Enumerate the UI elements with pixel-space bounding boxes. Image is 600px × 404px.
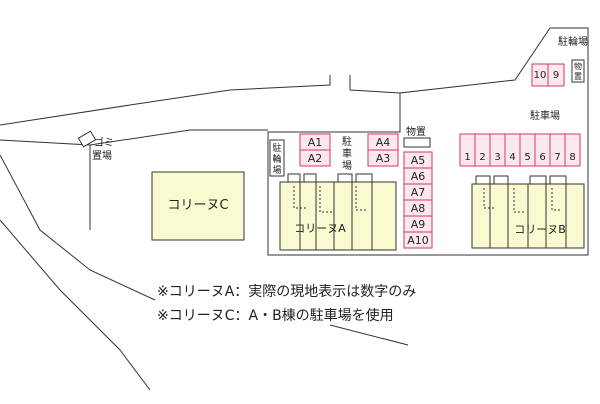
parking-label: 2	[479, 152, 485, 163]
garbage-box	[77, 130, 97, 148]
parking-label: A7	[411, 186, 426, 199]
parking-label: 10	[534, 70, 547, 81]
lot-label-right: 駐車場	[530, 109, 560, 122]
parking-label: 9	[553, 70, 559, 81]
parking-space	[367, 149, 399, 167]
bicycle-top-label: 駐輪場	[558, 35, 588, 48]
parking-label: 1	[464, 152, 470, 163]
parking-label: 6	[539, 152, 545, 163]
road-lines	[0, 75, 409, 391]
road-line-bend	[349, 75, 401, 94]
lot-label-mid-1: 駐	[342, 135, 352, 148]
parking-label: A2	[308, 152, 323, 165]
parking-label: 5	[524, 152, 530, 163]
road-line-upper	[0, 75, 331, 126]
lot-label-mid-2: 車	[342, 147, 352, 160]
bicycle-left-char-3: 場	[272, 164, 281, 176]
garbage-label-2: 置場	[92, 149, 112, 162]
garbage-area: ゴミ 置場	[77, 130, 114, 162]
note-line-2: ※コリーヌC：A・B棟の駐車場を使用	[157, 308, 394, 324]
storage-top-char-1: 物	[574, 61, 582, 71]
road-line-bottom	[329, 324, 409, 346]
parking-label: 4	[509, 152, 515, 163]
lot-label-mid-3: 場	[342, 159, 352, 172]
site-boundary	[267, 27, 589, 256]
bicycle-parking-left	[269, 139, 285, 177]
parking-label: 7	[554, 152, 560, 163]
parking-space	[299, 149, 331, 167]
parking-label: A4	[376, 136, 391, 149]
parking-label: A10	[407, 234, 429, 247]
road-line-lower	[0, 154, 156, 301]
parking-label: A5	[411, 154, 426, 167]
parking-label: A3	[376, 152, 391, 165]
bicycle-left-char-1: 駐	[272, 142, 281, 154]
storage-top-box	[571, 59, 585, 83]
storage-mid-label: 物置	[406, 125, 426, 138]
building-b-units	[475, 175, 567, 248]
building-b: コリーヌB	[471, 175, 585, 249]
parking-b-top: 10 9	[531, 63, 565, 87]
parking-space	[547, 63, 565, 87]
building-a: コリーヌA	[279, 173, 397, 251]
building-c-label: コリーヌC	[167, 198, 228, 213]
road-line-upper-2	[0, 129, 268, 230]
storage-mid-box	[403, 137, 431, 148]
bicycle-left-char-2: 輪	[272, 153, 281, 165]
parking-space	[403, 231, 433, 249]
building-a-body	[279, 181, 397, 251]
road-line-outer	[0, 219, 151, 391]
parking-label: A8	[411, 202, 426, 215]
parking-a-right: A4 A3	[367, 133, 399, 167]
parking-label: A6	[411, 170, 426, 183]
building-a-units	[287, 173, 373, 250]
parking-label: A1	[308, 136, 323, 149]
parking-label: 8	[569, 152, 575, 163]
building-c	[151, 171, 245, 241]
garbage-label-1: ゴミ	[94, 136, 114, 149]
storage-top-char-2: 置	[574, 72, 582, 81]
parking-b-row: 1 2 3 4 5 6 7 8	[459, 133, 581, 167]
parking-label: A9	[411, 218, 426, 231]
parking-a-left: A1 A2	[299, 133, 331, 167]
parking-space	[564, 133, 581, 167]
building-b-label: コリーヌB	[514, 223, 566, 236]
parking-a-column: A5 A6 A7 A8 A9 A10	[403, 151, 433, 249]
note-line-1: ※コリーヌA：実際の現地表示は数字のみ	[157, 284, 417, 300]
parking-label: 3	[494, 152, 500, 163]
building-a-label: コリーヌA	[294, 222, 346, 235]
